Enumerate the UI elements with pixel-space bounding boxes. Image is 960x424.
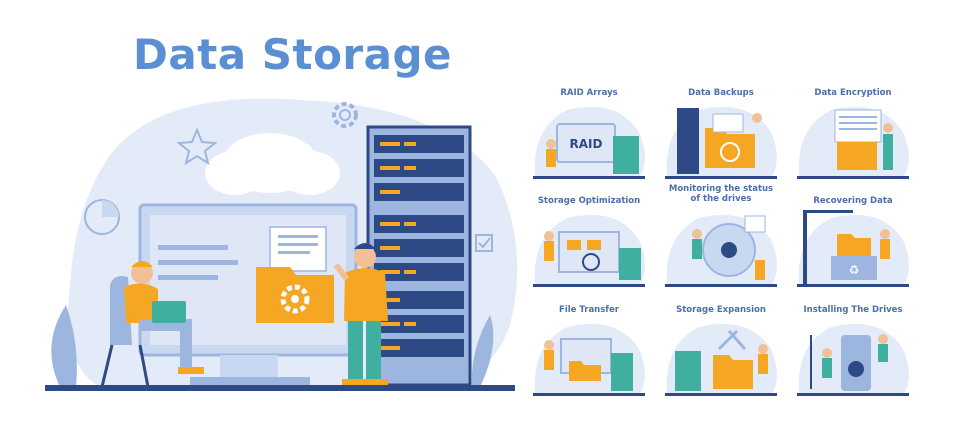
tile-label: Data Backups — [688, 88, 754, 98]
pie-chart-icon — [84, 199, 120, 235]
tile-storage-optimization: Storage Optimization — [527, 196, 651, 296]
page-title: Data Storage — [133, 30, 453, 79]
installing-illustration — [797, 323, 909, 396]
recovering-illustration: ♻ — [797, 210, 909, 287]
svg-text:♻: ♻ — [849, 263, 860, 277]
tile-file-transfer: File Transfer — [527, 305, 651, 405]
file-transfer-illustration — [533, 323, 645, 396]
svg-text:RAID: RAID — [570, 137, 603, 151]
tile-label: File Transfer — [559, 305, 619, 315]
gear-icon — [280, 284, 310, 314]
tile-storage-expansion: Storage Expansion — [659, 305, 783, 405]
monitoring-illustration — [665, 214, 777, 287]
man-standing — [333, 243, 388, 386]
tile-label: Storage Expansion — [676, 305, 766, 315]
tile-label: Installing The Drives — [803, 305, 903, 315]
star-icon — [176, 127, 218, 166]
backups-illustration — [665, 106, 777, 179]
floor-line — [45, 385, 515, 391]
tile-label: Storage Optimization — [537, 196, 641, 206]
server-rack — [366, 125, 472, 387]
folder-icon — [256, 267, 334, 323]
expansion-illustration — [665, 323, 777, 396]
gear-icon — [332, 102, 358, 128]
tile-label: Monitoring the status of the drives — [668, 184, 774, 204]
tile-installing-drives: Installing The Drives — [791, 305, 915, 405]
cloud-icon — [205, 133, 340, 195]
encryption-illustration — [797, 106, 909, 179]
tile-label: Data Encryption — [814, 88, 892, 98]
tile-data-backups: Data Backups — [659, 88, 783, 188]
tile-label: RAID Arrays — [560, 88, 618, 98]
tile-monitoring-drives: Monitoring the status of the drives — [659, 184, 783, 287]
plant-left — [51, 305, 77, 387]
laptop — [152, 301, 186, 323]
document-icon — [269, 226, 327, 272]
plant-right — [471, 315, 494, 387]
raid-illustration: RAID — [533, 106, 645, 179]
optimization-illustration — [533, 214, 645, 287]
tile-data-encryption: Data Encryption — [791, 88, 915, 188]
tile-recovering-data: Recovering Data ♻ — [791, 196, 915, 296]
tile-raid-arrays: RAID Arrays RAID — [527, 88, 651, 188]
hero-illustration — [45, 98, 518, 391]
checkbox-icon — [475, 234, 493, 252]
man-sitting — [100, 261, 204, 388]
tile-label: Recovering Data — [813, 196, 893, 206]
